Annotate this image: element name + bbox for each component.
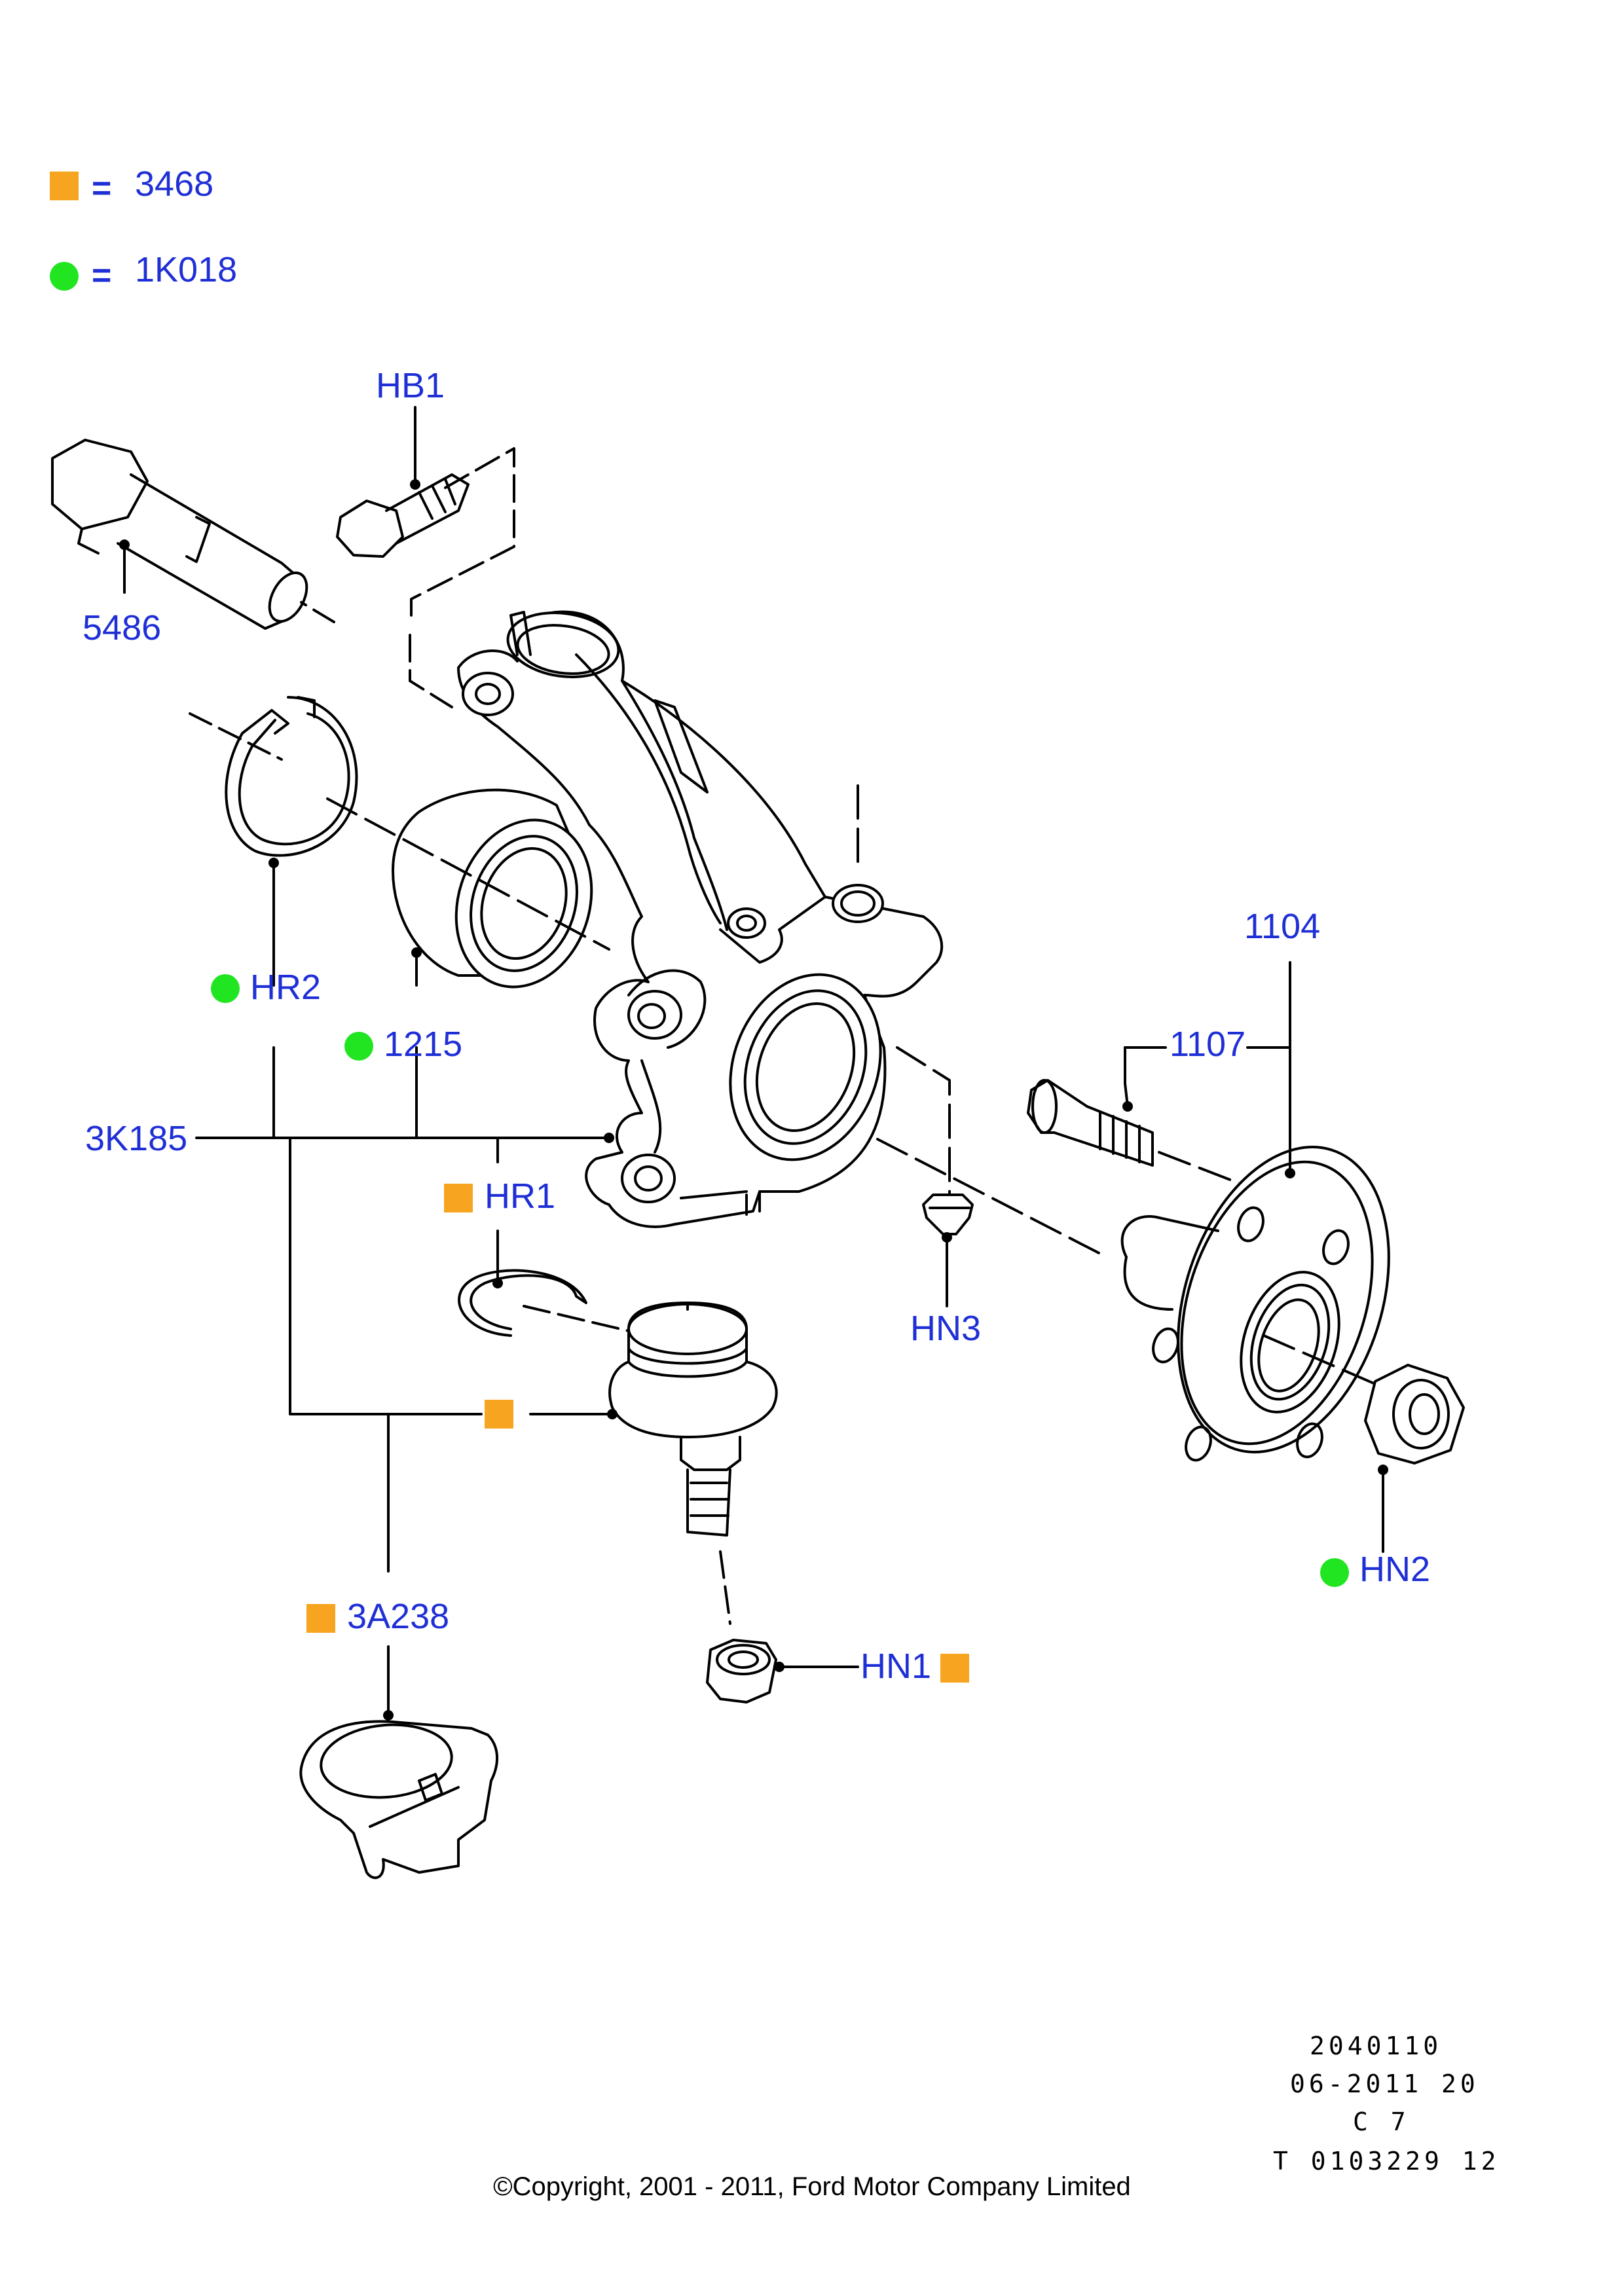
shield-3a238 — [299, 1720, 499, 1880]
label-1104: 1104 — [1244, 907, 1321, 946]
ball-joint-orange-square-icon — [485, 1400, 513, 1429]
legend-green-dot-icon — [50, 262, 79, 291]
label-5486: 5486 — [83, 608, 162, 647]
meta-line-3: C 7 — [1353, 2107, 1410, 2136]
copyright: ©Copyright, 2001 - 2011, Ford Motor Comp… — [493, 2172, 1131, 2201]
legend-code-1k018: 1K018 — [135, 250, 238, 289]
meta-line-4: T 0103229 12 — [1273, 2147, 1500, 2176]
label-hn1: HN1 — [860, 1647, 932, 1686]
hn1-orange-square-icon — [940, 1654, 969, 1683]
leader-lines — [123, 406, 1384, 1717]
bolt-hb1 — [336, 473, 470, 558]
label-1215: 1215 — [384, 1025, 463, 1064]
meta-line-2: 06-2011 20 — [1290, 2069, 1479, 2098]
meta-line-1: 2040110 — [1310, 2032, 1443, 2060]
label-3a238: 3A238 — [347, 1597, 450, 1636]
label-hn2: HN2 — [1359, 1550, 1431, 1589]
steering-knuckle — [457, 610, 944, 1228]
legend-code-3468: 3468 — [135, 164, 214, 204]
label-hr2: HR2 — [250, 968, 322, 1007]
legend-eq-2: = — [92, 257, 112, 295]
legend-orange-square-icon — [50, 172, 79, 200]
hub-1104 — [1120, 1146, 1390, 1462]
circlip-hr2 — [225, 696, 358, 857]
hr2-green-dot-icon — [211, 974, 240, 1003]
stud-1107 — [1027, 1079, 1154, 1167]
3a238-orange-square-icon — [306, 1604, 335, 1633]
nut-hn2 — [1364, 1364, 1465, 1465]
bearing-1215 — [392, 788, 593, 989]
bolt-5486 — [51, 439, 308, 630]
leader-dots — [119, 479, 1388, 1721]
hr1-orange-square-icon — [444, 1184, 473, 1212]
label-hb1: HB1 — [376, 366, 445, 405]
snap-ring-hr1 — [458, 1269, 587, 1337]
label-3k185: 3K185 — [85, 1119, 188, 1158]
ball-joint — [608, 1302, 778, 1537]
1215-green-dot-icon — [344, 1032, 373, 1061]
nut-hn1 — [706, 1639, 777, 1704]
label-1107: 1107 — [1170, 1025, 1246, 1064]
legend-eq-1: = — [92, 170, 112, 208]
label-hr1: HR1 — [485, 1176, 556, 1216]
clip-hn3 — [922, 1194, 974, 1235]
hn2-green-dot-icon — [1320, 1558, 1349, 1587]
label-hn3: HN3 — [910, 1309, 982, 1348]
